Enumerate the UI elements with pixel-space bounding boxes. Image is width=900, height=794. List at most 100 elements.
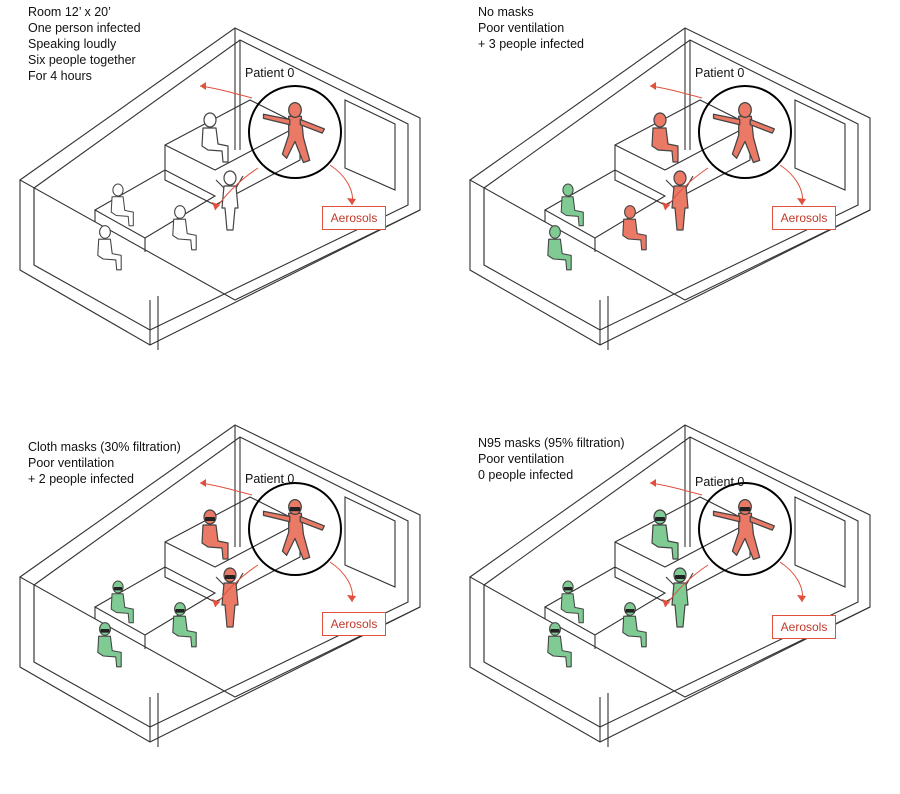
room-illustration (468, 424, 871, 747)
patient-zero-circle (248, 482, 342, 576)
scenario-caption: Cloth masks (30% filtration) Poor ventil… (28, 439, 181, 487)
scenario-caption: No masks Poor ventilation + 3 people inf… (478, 4, 584, 52)
aerosol-arrowhead (200, 82, 206, 90)
patient-zero-label: Patient 0 (245, 66, 295, 80)
face-mask-icon (205, 517, 215, 521)
aerosol-arrowhead (212, 202, 220, 210)
aerosol-arrowhead (212, 599, 220, 607)
face-mask-icon (563, 587, 573, 591)
caption-line: N95 masks (95% filtration) (478, 436, 625, 450)
patient-zero-label: Patient 0 (695, 475, 745, 489)
face-mask-icon (225, 575, 235, 579)
caption-line: 0 people infected (478, 468, 574, 482)
patient-zero-figure (262, 499, 326, 561)
caption-line: + 3 people infected (478, 37, 584, 51)
scenario-panel-no-masks: No masks Poor ventilation + 3 people inf… (450, 0, 900, 397)
caption-line: Six people together (28, 53, 136, 67)
room-illustration (18, 424, 421, 747)
caption-line: Poor ventilation (28, 456, 115, 470)
seated-person-front (172, 602, 197, 648)
seated-person-back (560, 580, 584, 624)
room-illustration (468, 27, 871, 350)
seated-person-back (110, 183, 134, 227)
face-mask-icon (113, 587, 123, 591)
window (344, 99, 396, 191)
face-mask-icon (625, 609, 635, 613)
scenario-caption: Room 12’ x 20’ One person infected Speak… (28, 4, 141, 84)
patient-zero-circle (698, 482, 792, 576)
caption-line: Cloth masks (30% filtration) (28, 440, 181, 454)
caption-line: One person infected (28, 21, 141, 35)
patient-zero-label: Patient 0 (245, 472, 295, 486)
face-mask-icon (100, 629, 110, 633)
aerosol-arrowhead (347, 595, 356, 602)
seated-person-front (622, 602, 647, 648)
seated-person-left (97, 622, 122, 668)
caption-line: Poor ventilation (478, 21, 565, 35)
seated-person-front (172, 205, 197, 251)
patient-zero-circle (248, 85, 342, 179)
face-mask-icon (550, 629, 560, 633)
person-on-sofa (651, 509, 679, 560)
face-mask-icon (655, 517, 665, 521)
sofa (164, 496, 301, 603)
aerosol-arrowhead (662, 599, 670, 607)
room-illustration (18, 27, 421, 350)
seated-person-left (547, 225, 572, 271)
table (543, 169, 667, 252)
seated-person-back (110, 580, 134, 624)
aerosols-label-box: Aerosols (772, 206, 836, 230)
room-outline (18, 27, 421, 350)
aerosols-label-box: Aerosols (322, 612, 386, 636)
window (344, 496, 396, 588)
standing-person (215, 170, 244, 231)
aerosol-arrowhead (650, 82, 656, 90)
caption-line: No masks (478, 5, 534, 19)
patient-zero-figure (712, 102, 776, 164)
caption-line: Speaking loudly (28, 37, 117, 51)
face-mask-icon (175, 609, 185, 613)
person-on-sofa (201, 112, 229, 163)
aerosol-arrowhead (200, 479, 206, 487)
person-on-sofa (651, 112, 679, 163)
aerosols-label-box: Aerosols (322, 206, 386, 230)
seated-person-front (622, 205, 647, 251)
sofa (614, 99, 751, 206)
room-outline (18, 424, 421, 747)
table (93, 566, 217, 649)
scenario-panel-cloth-masks: Cloth masks (30% filtration) Poor ventil… (0, 397, 450, 794)
patient-zero-figure (712, 499, 776, 561)
standing-person (215, 567, 244, 628)
aerosol-arrowhead (650, 479, 656, 487)
face-mask-icon (739, 507, 751, 512)
person-on-sofa (201, 509, 229, 560)
sofa (614, 496, 751, 603)
caption-line: Room 12’ x 20’ (28, 5, 111, 19)
scenario-caption: N95 masks (95% filtration) Poor ventilat… (478, 435, 625, 483)
seated-person-left (97, 225, 122, 271)
room-outline (468, 27, 871, 350)
patient-zero-circle (698, 85, 792, 179)
aerosol-arrow (199, 85, 253, 99)
room-outline (468, 424, 871, 747)
face-mask-icon (289, 507, 301, 512)
aerosol-arrow (649, 85, 703, 99)
window (794, 496, 846, 588)
standing-person (665, 567, 694, 628)
caption-line: + 2 people infected (28, 472, 134, 486)
caption-line: For 4 hours (28, 69, 92, 83)
patient-zero-label: Patient 0 (695, 66, 745, 80)
sofa (164, 99, 301, 206)
aerosol-arrowhead (662, 202, 670, 210)
scenario-panel-baseline: Room 12’ x 20’ One person infected Speak… (0, 0, 450, 397)
patient-zero-figure (262, 102, 326, 164)
aerosol-arrowhead (347, 198, 356, 205)
seated-person-left (547, 622, 572, 668)
aerosol-arrowhead (797, 198, 806, 205)
table (543, 566, 667, 649)
window (794, 99, 846, 191)
aerosols-label-box: Aerosols (772, 615, 836, 639)
table (93, 169, 217, 252)
scenario-panel-n95-masks: N95 masks (95% filtration) Poor ventilat… (450, 397, 900, 794)
face-mask-icon (675, 575, 685, 579)
